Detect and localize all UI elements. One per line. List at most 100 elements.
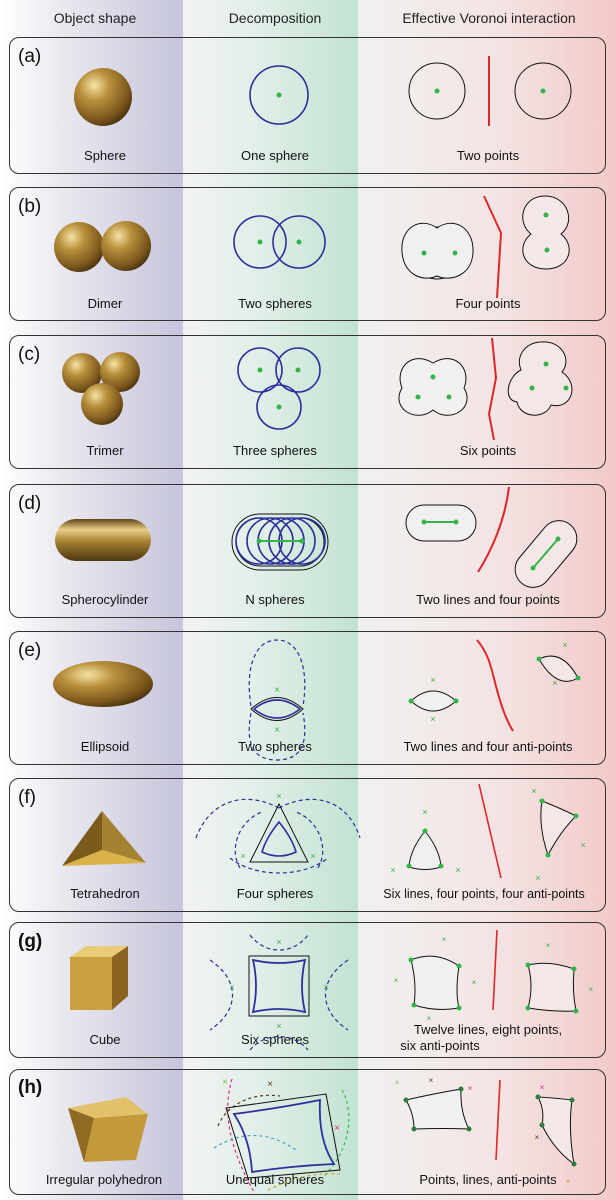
voronoi-point-h-7 bbox=[571, 1161, 577, 1167]
panel-label-g: (g) bbox=[18, 931, 43, 952]
voronoi-point-g-5 bbox=[525, 962, 531, 968]
decomp-anti-point-e-1: × bbox=[274, 685, 280, 696]
decomp-dashed-spheres-g-bottom bbox=[249, 1036, 309, 1051]
sphere-shape-c-left bbox=[62, 353, 102, 393]
decomp-sphere-c-left bbox=[237, 347, 283, 393]
voronoi-point-h-5 bbox=[535, 1094, 541, 1100]
decomp-point-c-1 bbox=[257, 367, 263, 373]
decomp-dashed-sphere-top-e bbox=[248, 639, 306, 707]
panel-a bbox=[9, 37, 606, 174]
voronoi-point-c-4 bbox=[543, 361, 549, 367]
voronoi-point-h-6 bbox=[569, 1097, 575, 1103]
header-object-shape: Object shape bbox=[53, 10, 137, 26]
decomp-dashed-sphere-bottom-f bbox=[229, 857, 329, 874]
decomp-tetra-outline-f bbox=[249, 802, 309, 863]
panel-label-e: (e) bbox=[18, 640, 42, 661]
voronoi-lens-right-e bbox=[538, 655, 579, 682]
decomp-dashed-sphere-left-f bbox=[234, 811, 263, 869]
voronoi-point-g-4 bbox=[411, 1002, 417, 1008]
decomp-curved-polygon-h bbox=[232, 1098, 336, 1174]
decomp-lens-inner-e bbox=[252, 699, 302, 719]
voronoi-point-h-1 bbox=[403, 1097, 409, 1103]
decomp-curved-tri-f bbox=[261, 820, 297, 857]
voronoi-curved-square-right-g bbox=[527, 962, 577, 1012]
voronoi-point-f-1 bbox=[422, 828, 428, 834]
voronoi-anti-point-f-2: × bbox=[390, 865, 395, 875]
caption-decomposition-b: Two spheres bbox=[238, 296, 312, 311]
voronoi-point-f-4 bbox=[539, 798, 545, 804]
decomp-sphere-b-left bbox=[233, 215, 287, 269]
voronoi-point-f-2 bbox=[406, 863, 412, 869]
panel-g bbox=[9, 922, 606, 1058]
voronoi-anti-point-h-1: × bbox=[395, 1078, 400, 1087]
voronoi-anti-point-e-2: × bbox=[430, 714, 435, 724]
cube-face-side-g bbox=[112, 946, 128, 1010]
decomp-sphere-c-bottom bbox=[256, 384, 302, 430]
voronoi-point-c-5 bbox=[529, 385, 535, 391]
sphere-shape-b-left bbox=[54, 222, 104, 272]
voronoi-point-h-8 bbox=[539, 1122, 545, 1128]
caption-shape-h: Irregular polyhedron bbox=[45, 1172, 163, 1187]
voronoi-anti-point-h-2: × bbox=[429, 1076, 434, 1085]
tetrahedron-face-right-f bbox=[102, 811, 146, 863]
decomp-anti-point-h-magenta: × bbox=[334, 1123, 340, 1134]
decomp-dashed-spheres-g-right bbox=[325, 959, 349, 1031]
voronoi-point-d-3 bbox=[530, 565, 536, 571]
voronoi-point-e-1 bbox=[408, 698, 414, 704]
voronoi-point-d-4 bbox=[555, 536, 561, 542]
caption-voronoi-g-line1: Twelve lines, eight points, bbox=[413, 1022, 563, 1037]
voronoi-boundary-e bbox=[476, 639, 514, 732]
voronoi-curved-tri-right-f bbox=[540, 800, 577, 857]
caption-shape-f: Tetrahedron bbox=[70, 886, 140, 901]
panel-b bbox=[9, 187, 606, 321]
voronoi-lens-left-e bbox=[410, 690, 457, 712]
voronoi-dimer-right-b bbox=[522, 195, 570, 270]
decomp-point-d-1 bbox=[256, 538, 262, 544]
decomp-dashed-sphere-top-f bbox=[195, 798, 280, 839]
voronoi-point-d-2 bbox=[453, 519, 459, 525]
voronoi-point-h-2 bbox=[458, 1086, 464, 1092]
caption-decomposition-e: Two spheres bbox=[238, 739, 312, 754]
caption-voronoi-a: Two points bbox=[456, 148, 520, 163]
decomp-outline-outer-d bbox=[231, 513, 329, 571]
voronoi-polygon-right-h bbox=[537, 1096, 575, 1166]
decomp-point-c-2 bbox=[295, 367, 301, 373]
voronoi-point-g-6 bbox=[571, 966, 577, 972]
panel-c bbox=[9, 335, 606, 469]
decomp-point-b-1 bbox=[257, 239, 263, 245]
decomp-curved-square-g bbox=[251, 958, 307, 1014]
decomp-anti-point-g-1: × bbox=[276, 937, 281, 947]
panel-label-d: (d) bbox=[18, 493, 42, 514]
voronoi-anti-point-f-5: × bbox=[580, 840, 585, 850]
polyhedron-face-top-h bbox=[68, 1097, 148, 1118]
caption-voronoi-d: Two lines and four points bbox=[416, 592, 560, 607]
voronoi-curved-square-left-g bbox=[410, 955, 460, 1010]
decomp-lens-outer-e bbox=[250, 697, 304, 721]
caption-shape-g: Cube bbox=[89, 1032, 121, 1047]
decomp-point-b-2 bbox=[296, 239, 302, 245]
voronoi-point-e-3 bbox=[536, 656, 542, 662]
caption-voronoi-e: Two lines and four anti-points bbox=[403, 739, 573, 754]
caption-shape-d: Spherocylinder bbox=[61, 592, 149, 607]
voronoi-anti-point-h-6: × bbox=[566, 1177, 571, 1186]
caption-shape-b: Dimer bbox=[87, 296, 123, 311]
caption-shape-c: Trimer bbox=[86, 443, 124, 458]
decomp-dashed-sphere-brown-h bbox=[217, 1094, 281, 1127]
voronoi-boundary-f bbox=[478, 783, 502, 879]
voronoi-anti-point-h-3: × bbox=[468, 1084, 473, 1093]
sphere-shape-c-right bbox=[100, 352, 140, 392]
voronoi-line-d-2 bbox=[532, 538, 559, 569]
voronoi-polygon-left-h bbox=[405, 1088, 470, 1130]
decomp-anti-point-g-3: × bbox=[323, 982, 328, 992]
tetrahedron-face-bottom-f bbox=[62, 850, 146, 866]
panel-label-a: (a) bbox=[18, 46, 42, 67]
decomp-cube-outline-g bbox=[248, 955, 310, 1017]
voronoi-point-h-3 bbox=[466, 1126, 472, 1132]
decomp-sphere-b-right bbox=[272, 215, 326, 269]
voronoi-curved-tri-left-f bbox=[408, 830, 442, 870]
voronoi-anti-point-e-3: × bbox=[562, 640, 567, 650]
caption-decomposition-d: N spheres bbox=[245, 592, 305, 607]
voronoi-anti-point-g-6: × bbox=[589, 985, 594, 994]
decomp-anti-point-f-1: × bbox=[276, 791, 281, 801]
voronoi-anti-point-h-4: × bbox=[540, 1083, 545, 1092]
